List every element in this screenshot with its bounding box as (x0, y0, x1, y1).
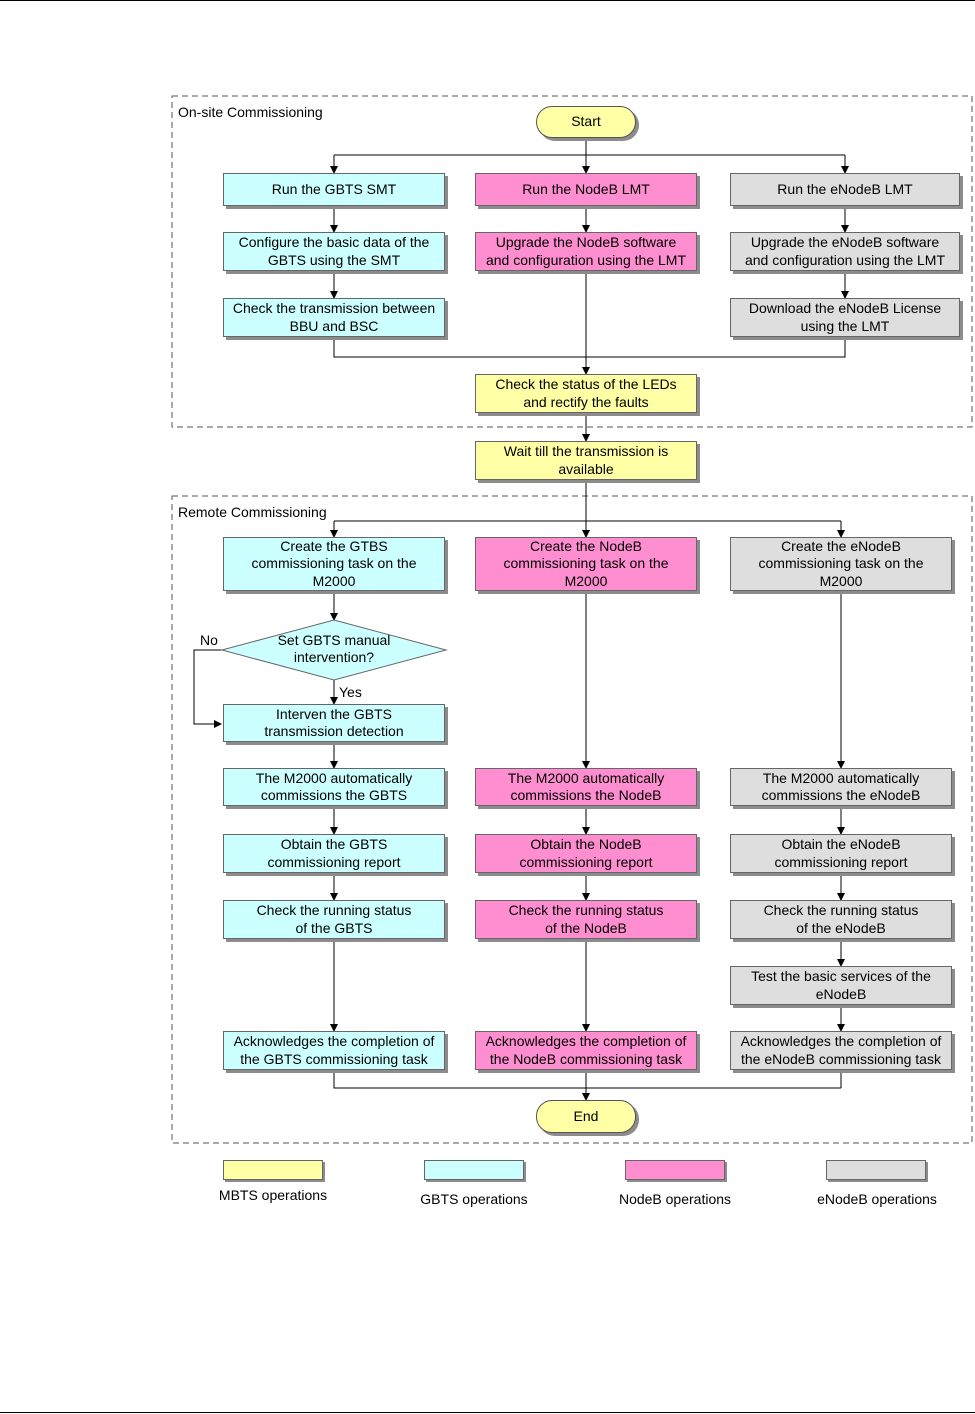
gbts-create-task: Create the GTBS commissioning task on th… (223, 537, 445, 591)
legend-swatch-enodeb (826, 1160, 926, 1180)
check-leds-status: Check the status of the LEDs and rectify… (475, 374, 697, 413)
decision-yes-label: Yes (339, 684, 362, 700)
page-bottom-rule (0, 1412, 975, 1413)
enodeb-run-lmt: Run the eNodeB LMT (730, 173, 960, 206)
gbts-decision-text: Set GBTS manual intervention? (277, 631, 391, 666)
nodeb-auto-commission: The M2000 automatically commissions the … (475, 768, 697, 806)
enodeb-test-services: Test the basic services of the eNodeB (730, 966, 952, 1005)
nodeb-acknowledge: Acknowledges the completion of the NodeB… (475, 1031, 697, 1070)
legend-label-nodeb: NodeB operations (618, 1191, 732, 1207)
gbts-check-status: Check the running status of the GBTS (223, 900, 445, 939)
enodeb-download-license: Download the eNodeB License using the LM… (730, 298, 960, 337)
gbts-obtain-report: Obtain the GBTS commissioning report (223, 834, 445, 873)
wait-transmission: Wait till the transmission is available (475, 441, 697, 480)
enodeb-acknowledge: Acknowledges the completion of the eNode… (730, 1031, 952, 1070)
gbts-auto-commission: The M2000 automatically commissions the … (223, 768, 445, 806)
legend-label-gbts: GBTS operations (420, 1191, 528, 1207)
start-node: Start (536, 106, 636, 138)
page-top-rule (0, 0, 975, 1)
remote-region-title: Remote Commissioning (178, 504, 327, 520)
legend-swatch-gbts (424, 1160, 524, 1180)
gbts-configure-data: Configure the basic data of the GBTS usi… (223, 232, 445, 271)
nodeb-check-status: Check the running status of the NodeB (475, 900, 697, 939)
gbts-acknowledge: Acknowledges the completion of the GBTS … (223, 1031, 445, 1070)
decision-no-label: No (200, 632, 218, 648)
nodeb-run-lmt: Run the NodeB LMT (475, 173, 697, 206)
enodeb-auto-commission: The M2000 automatically commissions the … (730, 768, 952, 806)
nodeb-upgrade-software: Upgrade the NodeB software and configura… (475, 232, 697, 271)
gbts-decision-diamond (220, 619, 448, 681)
enodeb-upgrade-software: Upgrade the eNodeB software and configur… (730, 232, 960, 271)
legend-swatch-mbts (223, 1160, 323, 1180)
enodeb-check-status: Check the running status of the eNodeB (730, 900, 952, 939)
remote-region-border (171, 495, 973, 1144)
onsite-region-border (171, 95, 973, 428)
legend-label-mbts: MBTS operations (218, 1187, 328, 1203)
gbts-intervene-detection: Interven the GBTS transmission detection (223, 704, 445, 742)
gbts-run-smt: Run the GBTS SMT (223, 173, 445, 206)
nodeb-obtain-report: Obtain the NodeB commissioning report (475, 834, 697, 873)
end-node: End (536, 1100, 636, 1133)
enodeb-create-task: Create the eNodeB commissioning task on … (730, 537, 952, 591)
enodeb-obtain-report: Obtain the eNodeB commissioning report (730, 834, 952, 873)
nodeb-create-task: Create the NodeB commissioning task on t… (475, 537, 697, 591)
onsite-region-title: On-site Commissioning (178, 104, 323, 120)
legend-swatch-nodeb (625, 1160, 725, 1180)
legend-label-enodeb: eNodeB operations (817, 1191, 937, 1207)
gbts-check-transmission: Check the transmission between BBU and B… (223, 298, 445, 337)
